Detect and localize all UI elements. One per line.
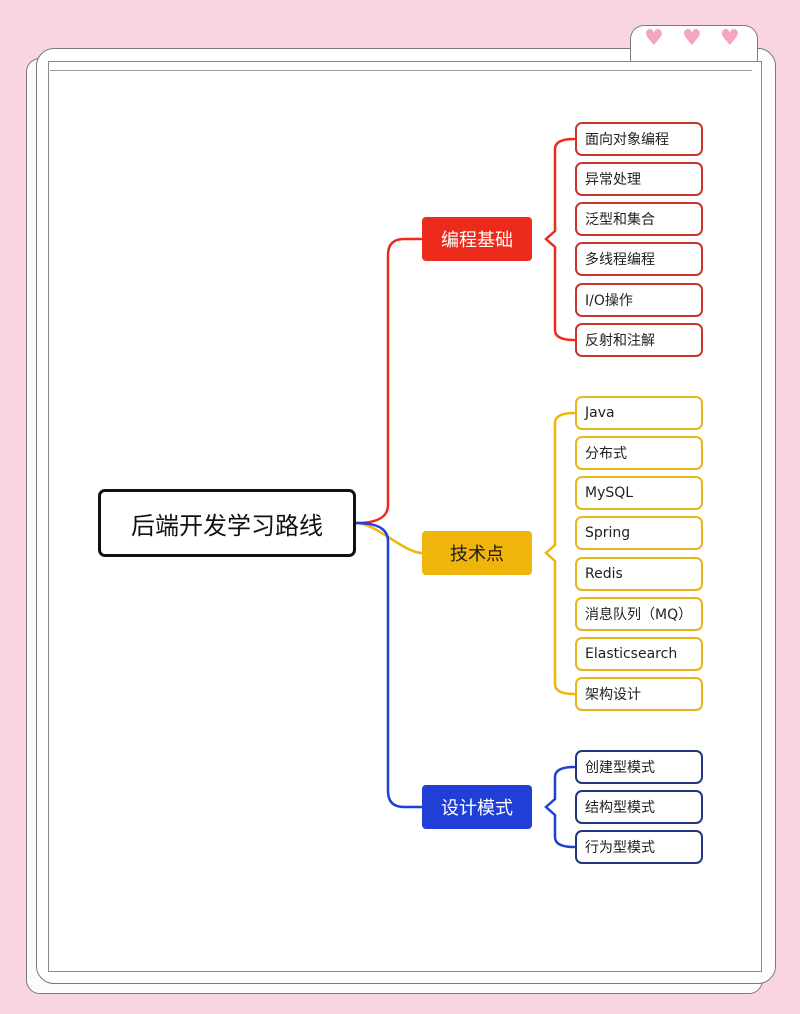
panel-top-rule — [50, 70, 752, 71]
leaf-node: 反射和注解 — [575, 323, 703, 357]
heart-icon: ♥ — [682, 26, 702, 51]
leaf-node: 消息队列（MQ） — [575, 597, 703, 631]
leaf-node: Elasticsearch — [575, 637, 703, 671]
leaf-node: Spring — [575, 516, 703, 550]
heart-icon: ♥ — [644, 26, 664, 51]
bracket-tech — [544, 411, 576, 696]
leaf-node: 行为型模式 — [575, 830, 703, 864]
mindmap-root-node: 后端开发学习路线 — [98, 489, 356, 557]
leaf-node: 异常处理 — [575, 162, 703, 196]
leaf-node: 分布式 — [575, 436, 703, 470]
leaf-node: 结构型模式 — [575, 790, 703, 824]
leaf-node: 泛型和集合 — [575, 202, 703, 236]
connector-root-basics — [354, 237, 424, 525]
branch-label: 技术点 — [450, 544, 504, 565]
bracket-basics — [544, 137, 576, 342]
leaf-node: 多线程编程 — [575, 242, 703, 276]
branch-node-patterns: 设计模式 — [422, 785, 532, 829]
branch-node-tech: 技术点 — [422, 531, 532, 575]
branch-node-basics: 编程基础 — [422, 217, 532, 261]
root-label: 后端开发学习路线 — [131, 511, 323, 540]
leaf-node: I/O操作 — [575, 283, 703, 317]
leaf-node: Java — [575, 396, 703, 430]
leaf-node: 创建型模式 — [575, 750, 703, 784]
leaf-node: 架构设计 — [575, 677, 703, 711]
heart-icon: ♥ — [720, 26, 740, 51]
bracket-patterns — [544, 765, 576, 849]
branch-label: 设计模式 — [441, 798, 513, 819]
card-tab — [630, 25, 758, 65]
leaf-node: Redis — [575, 557, 703, 591]
leaf-node: 面向对象编程 — [575, 122, 703, 156]
leaf-node: MySQL — [575, 476, 703, 510]
connector-root-patterns — [354, 521, 424, 809]
branch-label: 编程基础 — [441, 230, 513, 251]
